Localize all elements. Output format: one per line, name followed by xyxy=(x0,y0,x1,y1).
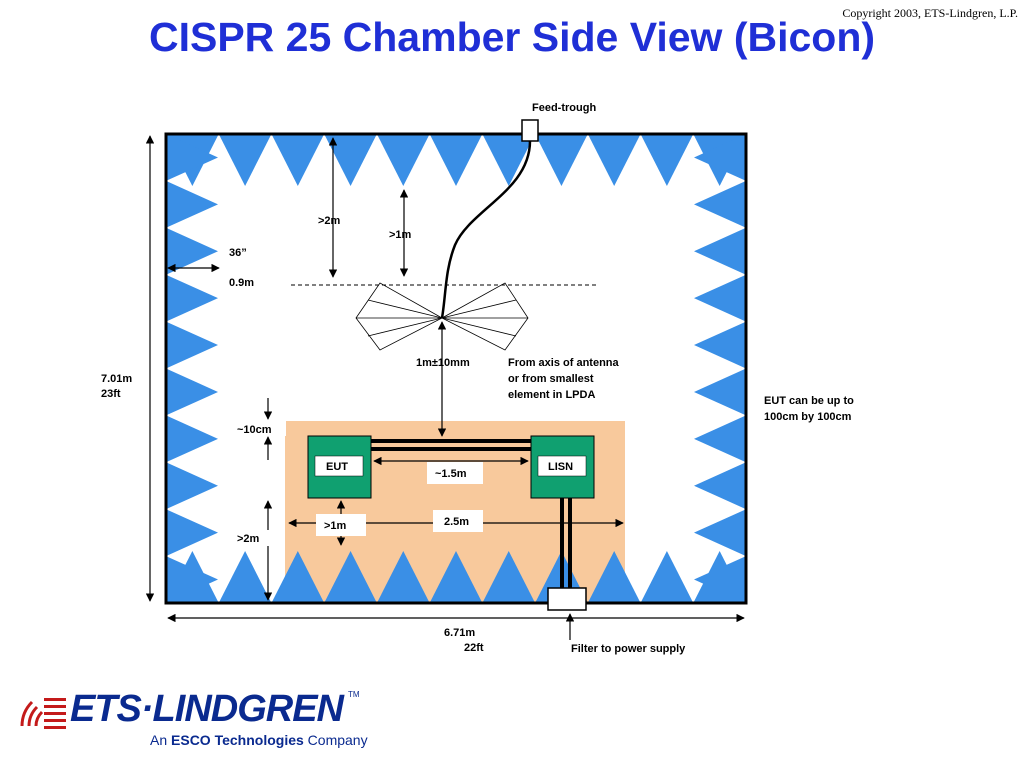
floor-absorber-cone xyxy=(587,551,641,603)
left-wall-absorber-cone xyxy=(166,321,218,369)
lisn-label-bg xyxy=(537,455,587,477)
cm10-label: ~10cm xyxy=(237,424,272,436)
right-wall-absorber-cone xyxy=(694,274,746,322)
filter-box xyxy=(547,587,587,611)
logo-tm: TM xyxy=(348,690,360,699)
ets-lindgren-logo: ETS·LINDGREN TM An ESCO Technologies Com… xyxy=(18,688,368,752)
floor-absorber-cone xyxy=(482,551,536,603)
ceiling-absorber-cone xyxy=(640,134,694,186)
floor-absorber-cone xyxy=(640,551,694,603)
right-wall-absorber-cone xyxy=(694,415,746,463)
ceiling-absorber-cone xyxy=(271,134,325,186)
right-wall-absorber-cone xyxy=(694,368,746,416)
right-wall-absorber-cone xyxy=(694,180,746,228)
gt2m-bottom-label-bg xyxy=(234,530,272,546)
gt1m-bottom-label: >1m xyxy=(324,520,347,532)
width-ft-label: 22ft xyxy=(464,642,484,654)
floor-absorber-cone xyxy=(324,551,377,603)
floor-absorber-cone xyxy=(376,551,430,603)
left-wall-absorber-cone xyxy=(166,134,218,181)
logo-wordmark: ETS·LINDGREN xyxy=(70,688,344,730)
left-wall-absorber-cone xyxy=(166,509,218,557)
left-wall-absorber-cone xyxy=(166,462,218,510)
absorber-cones xyxy=(166,134,746,603)
m15-label: ~1.5m xyxy=(435,468,467,480)
lisn-label: LISN xyxy=(548,461,573,473)
gt1m-top-label: >1m xyxy=(389,229,412,241)
copyright-text: Copyright 2003, ETS-Lindgren, L.P. xyxy=(842,6,1018,20)
axis-note-line-1: From axis of antenna xyxy=(508,357,620,369)
right-wall-absorber-cone xyxy=(694,321,746,369)
ceiling-absorber-cone xyxy=(482,134,536,186)
ceiling-absorber-cone xyxy=(376,134,430,186)
filter-label: Filter to power supply xyxy=(571,643,686,655)
ceiling-absorber-cone xyxy=(218,134,272,186)
logo-tag-suffix: Company xyxy=(303,732,368,748)
ceiling-absorber-cone xyxy=(535,134,588,186)
left-wall-absorber-cone xyxy=(166,368,218,416)
slide-title: CISPR 25 Chamber Side View (Bicon) xyxy=(0,14,1024,61)
gt2m-top-label: >2m xyxy=(318,215,341,227)
m15-label-bg xyxy=(427,462,483,484)
height-m-label: 7.01m xyxy=(101,373,132,385)
cm10-label-bg xyxy=(234,420,286,436)
left-wall-absorber-cone xyxy=(166,227,218,275)
feed-trough-box xyxy=(521,119,539,142)
floor-absorber-cone xyxy=(166,551,219,603)
ceiling-absorber-cone xyxy=(324,134,377,186)
antenna-cable xyxy=(440,140,532,319)
inch36-label: 36” xyxy=(229,247,247,259)
width-m-label: 6.71m xyxy=(444,627,475,639)
ceiling-absorber-cone xyxy=(587,134,641,186)
m09-label: 0.9m xyxy=(229,277,254,289)
gt1m-bottom-label-bg xyxy=(316,514,366,536)
logo-waves-icon xyxy=(20,698,66,729)
chamber-wall xyxy=(164,132,748,605)
logo-tagline: An ESCO Technologies Company xyxy=(150,732,368,748)
height-ft-label: 23ft xyxy=(101,388,121,400)
eut-note-line-1: EUT can be up to xyxy=(764,395,854,407)
m25-label: 2.5m xyxy=(444,516,469,528)
feed-trough-label: Feed-trough xyxy=(532,102,596,114)
floor-absorber-cone xyxy=(429,551,483,603)
gt2m-bottom-label: >2m xyxy=(237,533,260,545)
left-wall-absorber-cone xyxy=(166,180,218,228)
eut-label-bg xyxy=(314,455,364,477)
eut-note-line-2: 100cm by 100cm xyxy=(764,411,852,423)
m25-label-bg xyxy=(433,510,483,532)
floor-absorber-cone xyxy=(693,551,746,603)
axis-note-line-3: element in LPDA xyxy=(508,389,595,401)
bicon-antenna xyxy=(355,282,529,351)
axis-note-line-2: or from smallest xyxy=(508,373,594,385)
right-wall-absorber-cone xyxy=(694,462,746,510)
slide-title-text: CISPR 25 Chamber Side View (Bicon) xyxy=(148,14,876,60)
left-wall-absorber-cone xyxy=(166,274,218,322)
right-wall-absorber-cone xyxy=(694,227,746,275)
floor-absorber-cone xyxy=(271,551,325,603)
ceiling-absorber-cone xyxy=(429,134,483,186)
antenna-height-label: 1m±10mm xyxy=(416,357,470,369)
logo-tag-bold: ESCO Technologies xyxy=(171,732,304,748)
right-wall-absorber-cone xyxy=(694,509,746,557)
logo-tag-prefix: An xyxy=(150,732,172,748)
left-wall-absorber-cone xyxy=(166,415,218,463)
right-wall-absorber-cone xyxy=(694,134,746,181)
floor-absorber-cone xyxy=(218,551,272,603)
eut-label: EUT xyxy=(326,461,348,473)
